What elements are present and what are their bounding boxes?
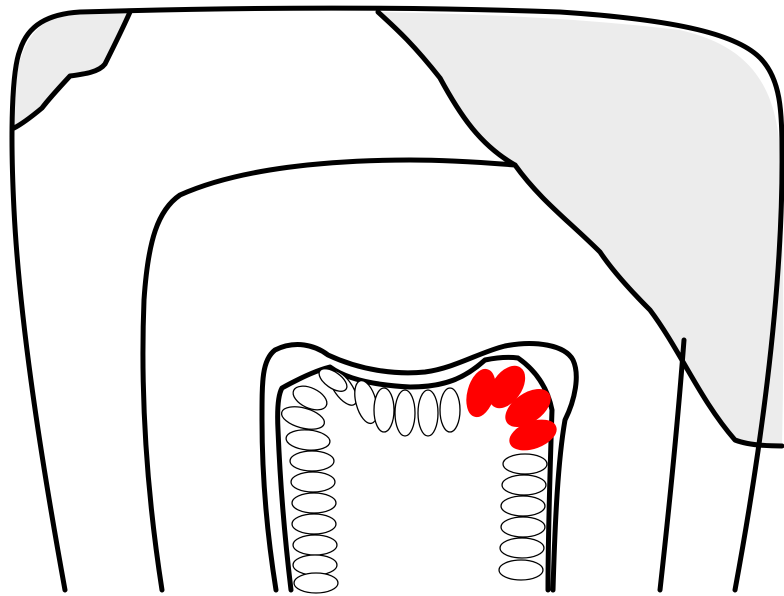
cells-top: [315, 364, 460, 436]
cell-left-6: [292, 493, 336, 513]
cell-right-4: [501, 517, 545, 537]
cell-left-10: [294, 573, 338, 593]
cell-left-4: [290, 451, 334, 471]
cell-top-3: [374, 388, 394, 432]
cell-left-8: [293, 535, 337, 555]
cell-right-5: [500, 538, 544, 558]
cell-right-2: [502, 475, 546, 495]
cell-top-5: [418, 390, 438, 436]
cell-left-9: [293, 555, 337, 575]
cells-highlighted: [462, 360, 560, 455]
cell-left-3: [285, 428, 331, 452]
cell-right-6: [499, 560, 543, 580]
cell-right-3: [501, 496, 545, 516]
cell-left-5: [291, 472, 335, 492]
cell-top-4: [395, 390, 415, 436]
cell-right-1: [503, 454, 547, 474]
cell-left-7: [292, 514, 336, 534]
cell-top-6: [440, 388, 460, 432]
cells-right-wall: [499, 454, 547, 580]
